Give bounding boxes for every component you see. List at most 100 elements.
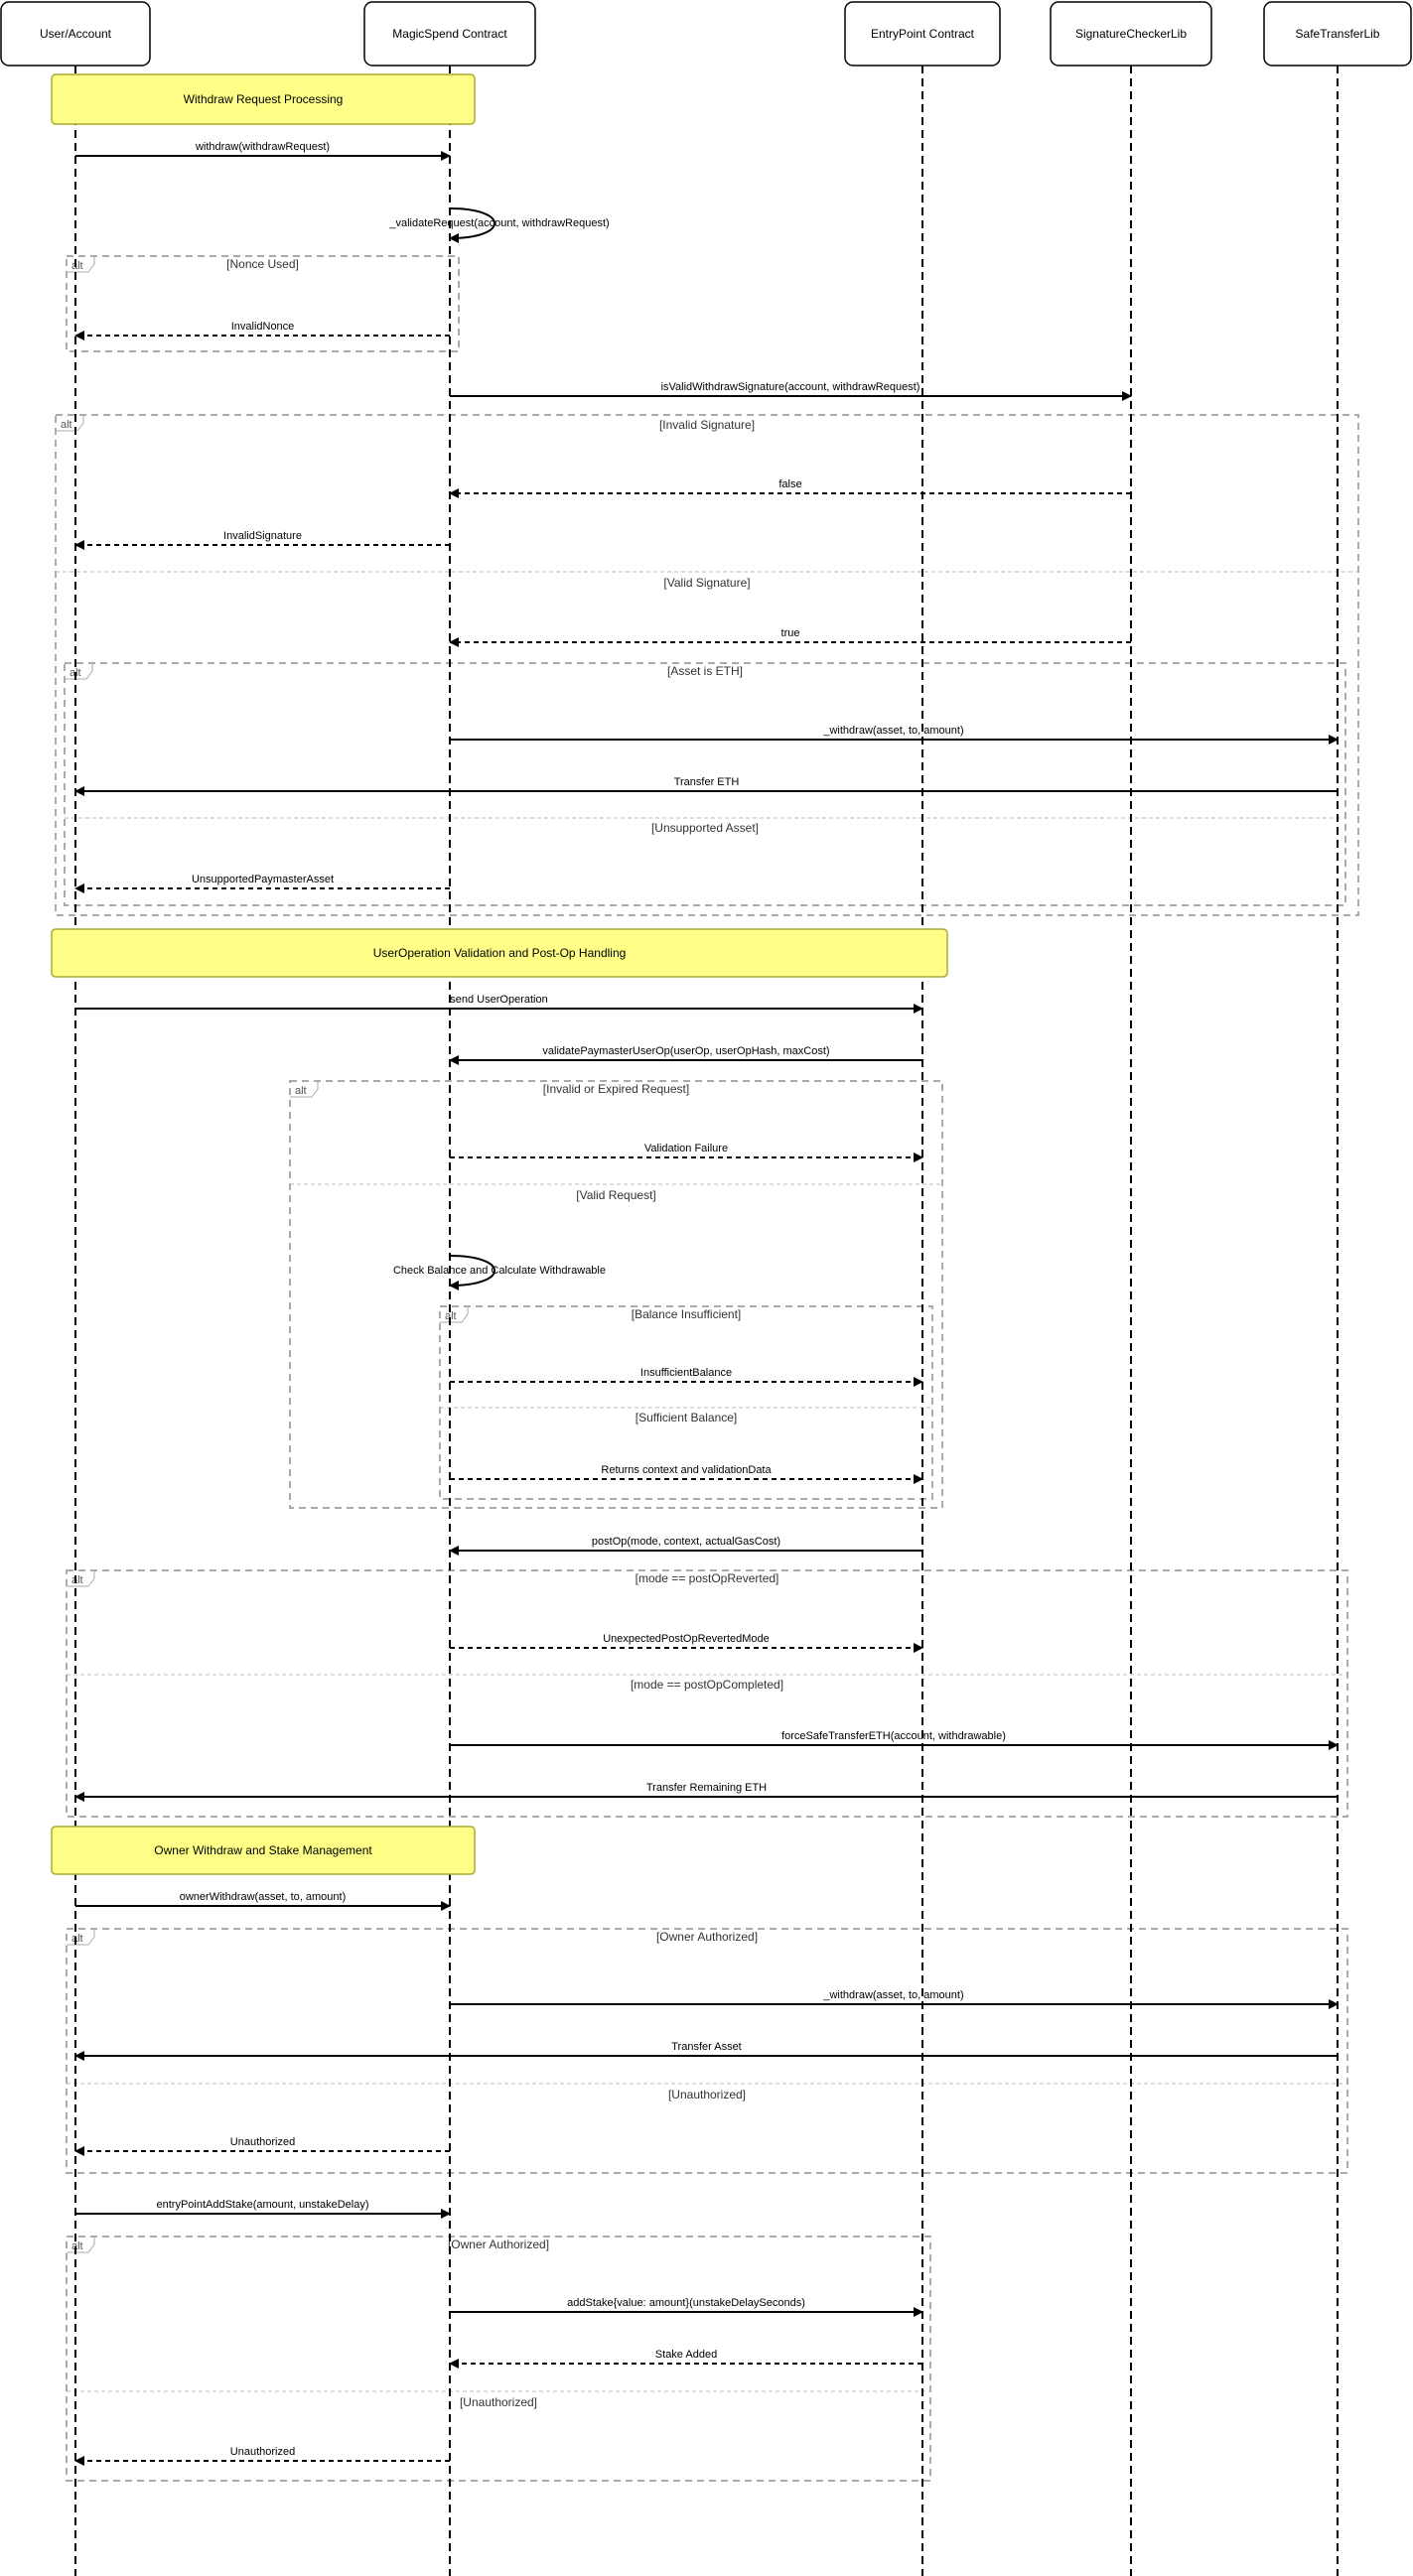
note-1: Withdraw Request Processing (51, 73, 476, 125)
note-3: Owner Withdraw and Stake Management (51, 1826, 476, 1875)
alt-frame-tab (67, 1929, 95, 1946)
message-label: UnsupportedPaymasterAsset (192, 874, 334, 885)
participant-label: MagicSpend Contract (392, 27, 507, 41)
participant-safe: SafeTransferLib (1263, 1, 1412, 67)
alt-frame-8: alt[Owner Authorized][Unauthorized] (66, 2236, 931, 2482)
message-label: Unauthorized (230, 2446, 295, 2458)
alt-frame-2: alt[Invalid Signature][Valid Signature] (55, 414, 1359, 916)
alt-frame-condition: [Invalid Signature] (659, 418, 755, 432)
message-5: false (449, 478, 1131, 498)
message-label: InvalidNonce (231, 321, 295, 333)
alt-frame-condition: [Nonce Used] (226, 257, 299, 271)
message-19: forceSafeTransferETH(account, withdrawab… (450, 1730, 1339, 1750)
message-27: Stake Added (449, 2349, 922, 2369)
alt-frame-4: alt [Invalid or Expired Request] [Valid Re… (289, 1080, 943, 1509)
alt-frame-condition: [Owner Authorized] (448, 2237, 549, 2251)
message-label: send UserOperation (450, 994, 547, 1006)
participant-box (1263, 1, 1412, 67)
message-6: InvalidSignature (74, 530, 450, 550)
alt-frame-condition: [mode == postOpCompleted] (631, 1678, 783, 1692)
message-arrow (449, 207, 495, 243)
alt-frame-tab (67, 2237, 95, 2253)
participant-label: User/Account (40, 27, 112, 41)
message-label: validatePaymasterUserOp(userOp, userOpHa… (542, 1045, 829, 1057)
message-label: true (781, 627, 800, 639)
message-1: withdraw(withdrawRequest) (75, 141, 451, 161)
participant-box (1050, 1, 1212, 67)
alt-frame-border (66, 1569, 1348, 1818)
alt-frame-tag: alt (295, 1085, 307, 1097)
participant-entry: EntryPoint Contract (844, 1, 1001, 67)
message-2: _validateRequest(account, withdrawReques… (388, 207, 610, 243)
message-label: forceSafeTransferETH(account, withdrawab… (781, 1730, 1006, 1742)
alt-frame-tag: alt (61, 419, 72, 431)
alt-frame-condition: [Unsupported Asset] (651, 821, 759, 835)
alt-frame-condition: [Valid Request] (576, 1188, 656, 1202)
lifelines-layer (74, 66, 1339, 2576)
message-10: UnsupportedPaymasterAsset (74, 874, 450, 893)
note-label: Withdraw Request Processing (184, 92, 344, 106)
message-label: Validation Failure (644, 1143, 728, 1154)
alt-frame-5: alt [Balance Insufficient] [Sufficient Bal… (439, 1305, 933, 1500)
message-9: Transfer ETH (74, 776, 1338, 796)
alt-frame-6: alt[mode == postOpReverted][mode == post… (66, 1569, 1348, 1818)
alt-frame-tab (290, 1081, 319, 1098)
participant-user: User/Account (0, 1, 151, 67)
alt-frame-condition: [Sufficient Balance] (636, 1411, 738, 1424)
message-label: entryPointAddStake(amount, unstakeDelay) (156, 2199, 368, 2211)
message-7: true (449, 627, 1131, 647)
alt-frame-1: alt [Nonce Used] (66, 255, 460, 352)
message-label: postOp(mode, context, actualGasCost) (592, 1536, 780, 1548)
frames-layer: alt [Nonce Used] alt [Invalid Signature] [Va… (55, 255, 1359, 2482)
message-14: Check Balance and Calculate Withdrawable (393, 1255, 606, 1290)
message-25: entryPointAddStake(amount, unstakeDelay) (75, 2199, 451, 2219)
alt-frame-condition: [mode == postOpReverted] (636, 1571, 779, 1585)
message-13: Validation Failure (450, 1143, 923, 1162)
message-label: Check Balance and Calculate Withdrawable (393, 1265, 606, 1277)
alt-frame-tag: alt (71, 2240, 83, 2252)
messages-layer: withdraw(withdrawRequest) _validateReques… (74, 141, 1339, 2466)
alt-frame-tab (67, 256, 95, 273)
participant-label: SignatureCheckerLib (1075, 27, 1187, 41)
alt-frame-tag: alt (71, 1933, 83, 1945)
alt-frame-border (55, 414, 1359, 916)
alt-frame-border (66, 255, 460, 352)
alt-frame-condition: [Invalid or Expired Request] (543, 1082, 689, 1096)
participant-box (363, 1, 536, 67)
message-label: Transfer ETH (674, 776, 740, 788)
message-21: ownerWithdraw(asset, to, amount) (75, 1891, 451, 1911)
alt-frame-condition: [Owner Authorized] (656, 1930, 758, 1944)
message-label: ownerWithdraw(asset, to, amount) (180, 1891, 347, 1903)
message-label: UnexpectedPostOpRevertedMode (603, 1633, 770, 1645)
alt-frame-condition: [Balance Insufficient] (632, 1307, 742, 1321)
message-label: _validateRequest(account, withdrawReques… (388, 217, 609, 229)
message-24: Unauthorized (74, 2136, 450, 2156)
message-arrow (449, 1255, 495, 1290)
alt-frame-tag: alt (71, 260, 83, 272)
alt-frame-condition: [Asset is ETH] (667, 664, 743, 678)
participant-label: EntryPoint Contract (871, 27, 975, 41)
message-8: _withdraw(asset, to, amount) (450, 725, 1339, 745)
message-label: Transfer Asset (671, 2041, 742, 2053)
alt-frame-border (289, 1080, 943, 1509)
message-label: withdraw(withdrawRequest) (195, 141, 330, 153)
message-16: Returns context and validationData (450, 1464, 923, 1484)
participant-sig: SignatureCheckerLib (1050, 1, 1212, 67)
message-label: InsufficientBalance (640, 1367, 732, 1379)
alt-frame-condition: [Unauthorized] (668, 2088, 746, 2101)
message-label: isValidWithdrawSignature(account, withdr… (661, 381, 920, 393)
note-2: UserOperation Validation and Post-Op Han… (51, 928, 948, 978)
alt-frame-border (439, 1305, 933, 1500)
note-box (51, 73, 476, 125)
message-18: UnexpectedPostOpRevertedMode (450, 1633, 923, 1653)
note-box (51, 1826, 476, 1875)
message-20: Transfer Remaining ETH (74, 1782, 1338, 1802)
message-17: postOp(mode, context, actualGasCost) (449, 1536, 922, 1556)
message-label: addStake{value: amount}(unstakeDelaySeco… (567, 2297, 805, 2309)
note-label: Owner Withdraw and Stake Management (154, 1843, 372, 1857)
message-22: _withdraw(asset, to, amount) (450, 1989, 1339, 2009)
alt-frame-tag: alt (445, 1310, 457, 1322)
participants-layer: User/Account MagicSpend Contract EntryPoin… (0, 1, 1412, 67)
message-label: false (778, 478, 801, 490)
message-label: Unauthorized (230, 2136, 295, 2148)
